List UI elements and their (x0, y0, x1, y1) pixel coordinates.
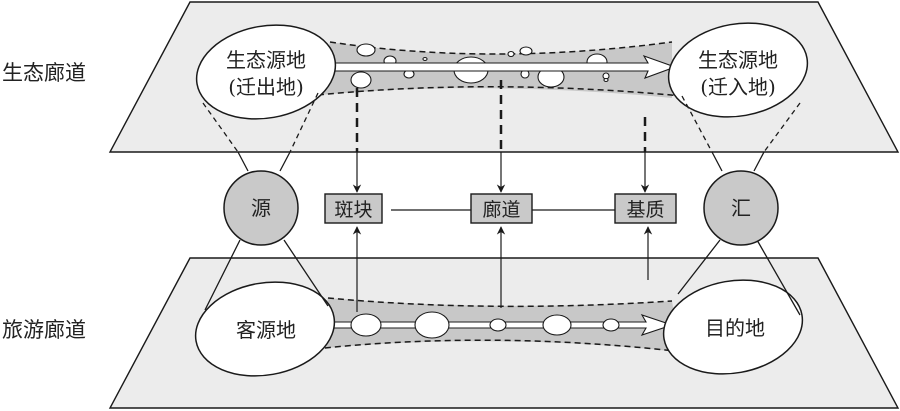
tourism-node (489, 318, 507, 332)
tourism-layer-title: 旅游廊道 (2, 318, 86, 342)
tourism-corridor-edge-top (327, 297, 673, 308)
tourism-node (414, 311, 450, 339)
sink-node (703, 170, 779, 246)
ecological-dashed-links (355, 80, 647, 152)
ecological-source-label-line1: 生态源地 (226, 48, 306, 72)
patch (519, 46, 533, 56)
ecological-source-label-line2: (迁出地) (228, 75, 304, 99)
corridor-box (470, 193, 533, 224)
patch-box (324, 193, 383, 224)
ecological-source-ellipse (195, 24, 337, 120)
middle-cone-lines (204, 151, 801, 316)
source-node-label: 源 (251, 196, 271, 220)
ecological-sink-label-line2: (迁入地) (700, 75, 776, 99)
tourism-source-label: 客源地 (236, 318, 296, 342)
ecological-corridor-edge-bottom (317, 86, 683, 97)
patch (350, 71, 372, 89)
middle-row: 源 汇 斑块 廊道 基质 (223, 152, 779, 312)
tourism-node (602, 318, 620, 332)
ecological-layer-title: 生态廊道 (2, 61, 86, 85)
source-node (223, 170, 299, 246)
patch (422, 56, 428, 62)
ecological-layer: 生态源地 (迁出地) 生态源地 (迁入地) (108, 1, 900, 153)
tourism-node (542, 314, 572, 336)
ecological-flow-arrow (327, 54, 677, 79)
sink-node-label: 汇 (731, 196, 751, 220)
tourism-source-ellipse (194, 281, 336, 377)
patch-box-label: 斑块 (334, 199, 372, 221)
tourism-nodes (350, 311, 620, 339)
corridor-box-label: 廊道 (482, 199, 520, 221)
tourism-corridor-edge-bottom (314, 339, 685, 353)
matrix-box (614, 193, 677, 224)
tourism-layer: 客源地 目的地 (108, 257, 900, 409)
matrix-box-label: 基质 (626, 199, 664, 221)
ecological-patches (350, 43, 610, 89)
ecological-sink-label-line1: 生态源地 (698, 48, 778, 72)
ecological-sink-ellipse (667, 22, 809, 118)
patch (507, 50, 515, 58)
tourism-sink-label: 目的地 (705, 316, 765, 340)
ecological-projection-lines (202, 92, 801, 153)
patch (356, 43, 376, 57)
patch (603, 77, 609, 83)
tourism-sink-ellipse (662, 279, 804, 375)
tourism-node (350, 313, 382, 337)
